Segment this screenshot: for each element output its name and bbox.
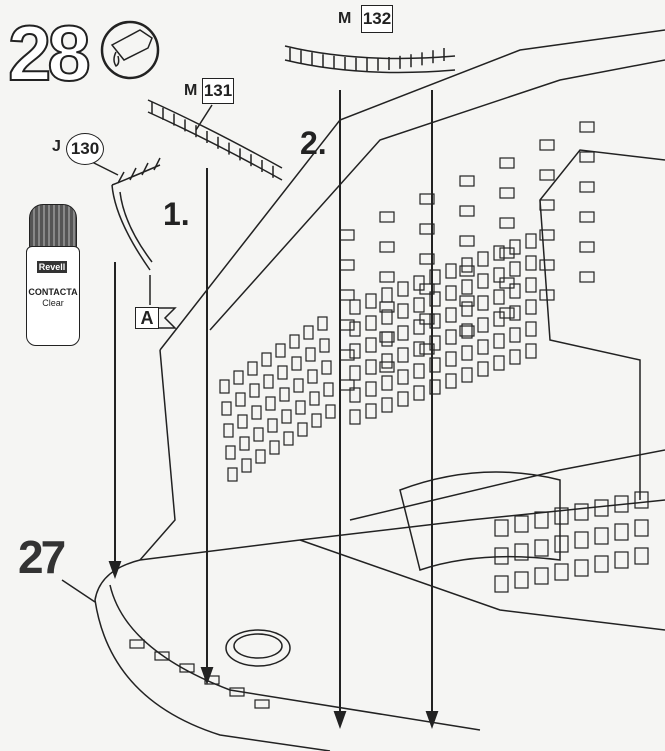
part-number-circle: 130	[66, 133, 104, 165]
leader-27	[61, 579, 96, 603]
part-m132-railing	[284, 45, 456, 74]
part-j130-stair	[111, 157, 161, 271]
ship-hull	[94, 29, 665, 751]
part-number-box: 132	[361, 5, 393, 33]
ship-windows	[129, 121, 649, 709]
product-name: CONTACTA	[28, 287, 78, 297]
leader-m131	[195, 104, 213, 131]
marker-a: A	[135, 307, 159, 329]
bottle-body: Revell CONTACTA Clear	[26, 246, 80, 346]
step-number: 28	[7, 9, 92, 97]
placement-arrows	[108, 90, 439, 729]
part-letter: M	[338, 10, 352, 27]
glue-bottle: Revell CONTACTA Clear	[26, 204, 80, 346]
brand-logo: Revell	[37, 261, 67, 273]
previous-step-number: 27	[18, 531, 66, 583]
part-letter: J	[52, 138, 61, 155]
substep-1: 1.	[163, 196, 190, 232]
leader-j130	[91, 161, 119, 176]
bottle-cap	[29, 204, 77, 250]
glue-tube-icon	[100, 20, 160, 80]
part-m131-railing	[147, 99, 283, 181]
part-number-box: 131	[202, 78, 234, 104]
part-letter: M	[184, 82, 198, 99]
product-variant: Clear	[42, 298, 64, 308]
substep-2: 2.	[300, 125, 327, 161]
